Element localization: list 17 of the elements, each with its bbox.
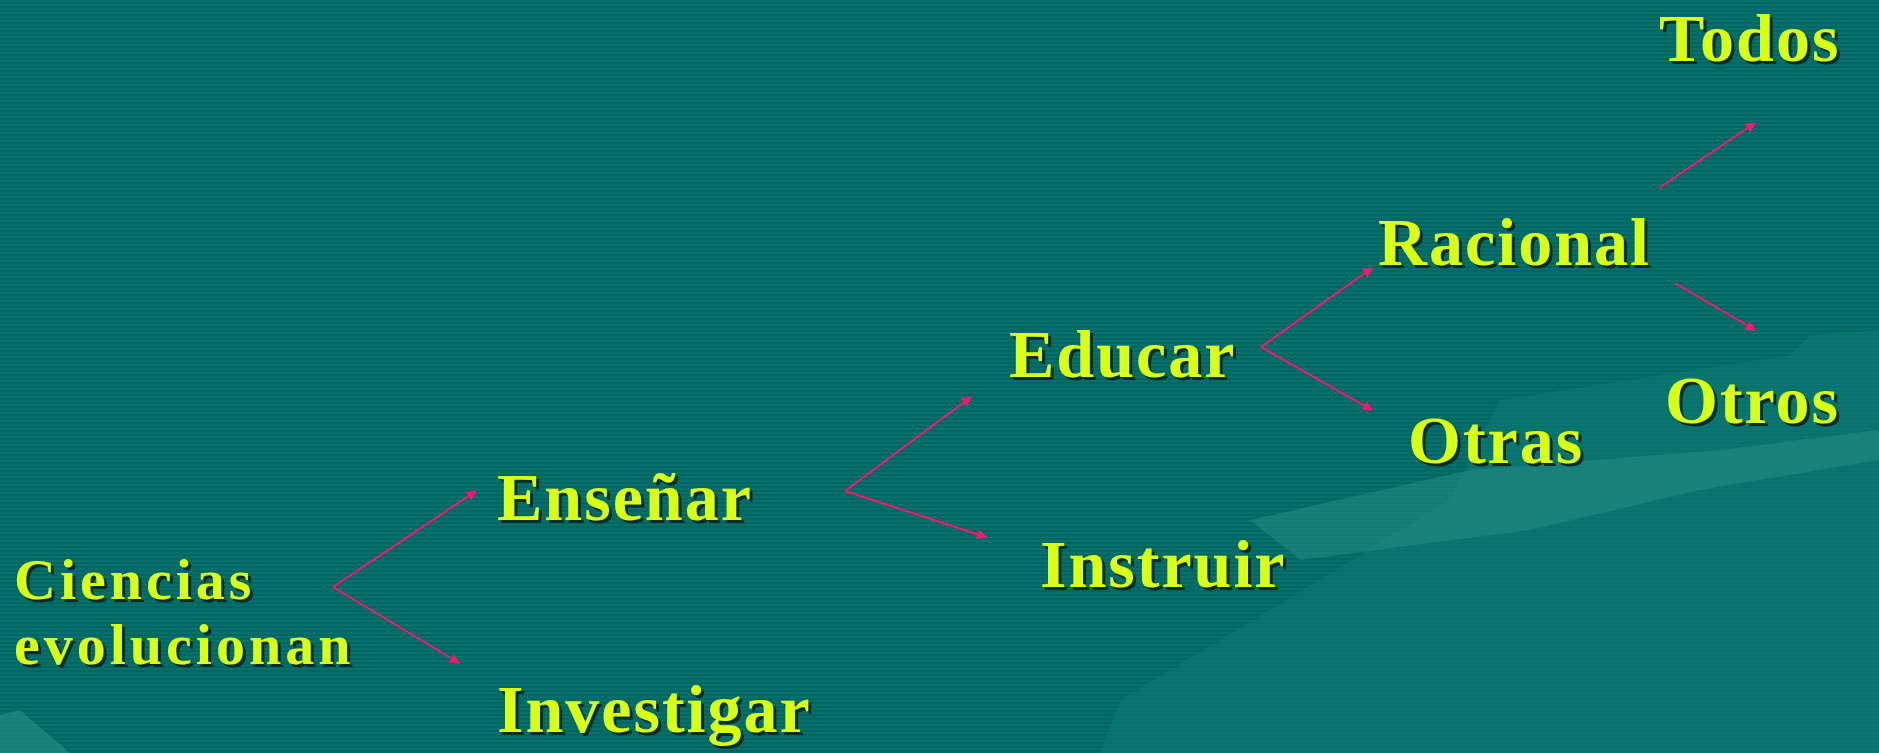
arrow <box>844 490 987 539</box>
arrow <box>844 396 972 492</box>
arrow <box>332 490 477 588</box>
arrow <box>1658 122 1756 189</box>
node-label: Investigar <box>459 663 839 753</box>
node-label: Ciencias evolucionan <box>14 540 406 690</box>
arrow <box>1260 267 1373 348</box>
node-label: Instruir <box>986 522 1326 602</box>
node-label: Racional <box>1372 180 1682 290</box>
arrow <box>1674 282 1756 331</box>
node-label: Otras <box>1372 400 1612 480</box>
node-label: Educar <box>971 312 1261 402</box>
arrow <box>332 586 460 664</box>
node-label: Otros <box>1665 330 1870 440</box>
node-label: Todos <box>1659 0 1874 126</box>
arrow <box>1260 346 1373 411</box>
node-label: Enseñar <box>476 455 845 535</box>
